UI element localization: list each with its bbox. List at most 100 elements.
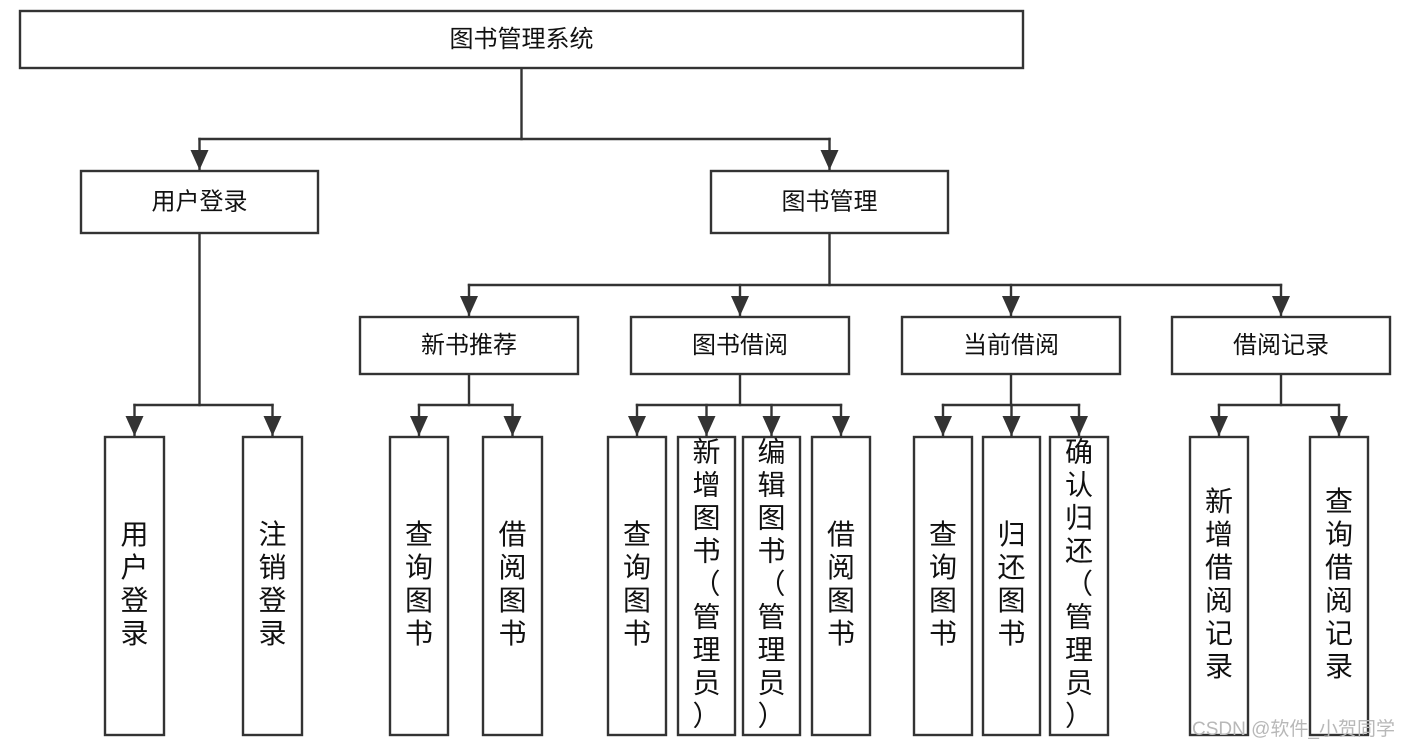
node-label-char: 书 — [929, 618, 957, 649]
node-n5[interactable]: 查询图书查询图书 — [606, 435, 668, 737]
node-label-char: 编 — [757, 436, 785, 467]
node-label-char: 书 — [827, 618, 855, 649]
node-label-char: 员 — [757, 667, 785, 698]
node-l1a[interactable]: 用户登录 — [79, 169, 320, 235]
node-label: 图书管理系统 — [450, 26, 594, 53]
node-label-char: 图 — [692, 502, 720, 533]
node-label-char: 理 — [1065, 634, 1093, 665]
node-n4[interactable]: 借阅图书借阅图书 — [481, 435, 544, 737]
node-label-char: 管 — [1065, 601, 1093, 632]
arrow-head-icon — [1070, 416, 1088, 436]
node-box[interactable] — [629, 315, 851, 376]
node-l1b[interactable]: 图书管理 — [709, 169, 950, 235]
node-n3[interactable]: 查询图书查询图书 — [388, 435, 450, 737]
node-label-char: 归 — [997, 519, 1025, 550]
node-box[interactable] — [1048, 435, 1110, 737]
node-label-char: 查 — [929, 519, 957, 550]
node-root[interactable]: 图书管理系统 — [18, 9, 1025, 70]
node-n8[interactable]: 借阅图书借阅图书 — [810, 435, 872, 737]
node-box[interactable] — [912, 435, 974, 737]
node-n12[interactable]: 新增借阅记录新增借阅记录 — [1188, 435, 1250, 737]
node-label-char: 书 — [997, 618, 1025, 649]
node-label-char: 用 — [120, 519, 148, 550]
node-box[interactable] — [1170, 315, 1392, 376]
node-box[interactable] — [241, 435, 304, 737]
node-label-char: 图 — [623, 585, 651, 616]
node-label: 借阅记录 — [1233, 332, 1329, 359]
node-label-char: 借 — [498, 519, 526, 550]
arrow-head-icon — [628, 416, 646, 436]
node-box[interactable] — [79, 169, 320, 235]
node-label-char: 图 — [997, 585, 1025, 616]
node-label: 图书借阅 — [692, 332, 788, 359]
node-label-char: ） — [692, 700, 720, 731]
node-box[interactable] — [810, 435, 872, 737]
arrow-head-icon — [1330, 416, 1348, 436]
node-label-char: 注 — [258, 519, 286, 550]
node-box[interactable] — [676, 435, 737, 737]
node-l2a[interactable]: 新书推荐 — [358, 315, 580, 376]
node-box[interactable] — [358, 315, 580, 376]
node-box[interactable] — [103, 435, 166, 737]
node-box[interactable] — [1188, 435, 1250, 737]
node-box[interactable] — [481, 435, 544, 737]
node-label-char: （ — [1065, 568, 1093, 599]
node-label-char: 理 — [692, 634, 720, 665]
node-label-char: 询 — [1325, 519, 1353, 550]
node-box[interactable] — [981, 435, 1042, 737]
node-n13[interactable]: 查询借阅记录查询借阅记录 — [1308, 435, 1370, 737]
node-label-char: 询 — [405, 552, 433, 583]
arrow-head-icon — [263, 416, 282, 436]
node-label-char: 理 — [757, 634, 785, 665]
arrow-head-icon — [460, 296, 478, 316]
node-label-char: 借 — [827, 519, 855, 550]
node-label-char: 询 — [929, 552, 957, 583]
node-label-char: 还 — [1065, 535, 1093, 566]
node-label-char: 借 — [1325, 552, 1353, 583]
node-label-char: 查 — [1325, 486, 1353, 517]
node-label-char: 登 — [120, 585, 148, 616]
node-label-char: 图 — [757, 502, 785, 533]
node-l2d[interactable]: 借阅记录 — [1170, 315, 1392, 376]
node-label-char: 户 — [120, 552, 148, 583]
node-label-char: 阅 — [827, 552, 855, 583]
node-box[interactable] — [18, 9, 1025, 70]
node-label-char: 录 — [120, 618, 148, 649]
node-n2[interactable]: 注销登录注销登录 — [241, 435, 304, 737]
node-box[interactable] — [606, 435, 668, 737]
arrow-head-icon — [503, 416, 522, 436]
node-box[interactable] — [741, 435, 802, 737]
node-box[interactable] — [388, 435, 450, 737]
node-label-char: 新 — [1205, 486, 1233, 517]
node-n10[interactable]: 归还图书归还图书 — [981, 435, 1042, 737]
node-label-char: 图 — [498, 585, 526, 616]
node-label-char: 查 — [623, 519, 651, 550]
arrow-head-icon — [697, 416, 716, 436]
node-label-char: 登 — [258, 585, 286, 616]
node-label-char: 阅 — [1205, 585, 1233, 616]
node-box[interactable] — [709, 169, 950, 235]
arrow-head-icon — [934, 416, 952, 436]
arrow-head-icon — [832, 416, 850, 436]
node-label-char: 记 — [1325, 618, 1353, 649]
node-label: 当前借阅 — [963, 332, 1059, 359]
arrow-head-icon — [762, 416, 781, 436]
node-label-char: 确 — [1065, 436, 1093, 467]
node-label: 新书推荐 — [421, 332, 517, 359]
csdn-watermark: CSDN @软件_小贺同学 — [1192, 719, 1395, 740]
node-n1[interactable]: 用户登录用户登录 — [103, 435, 166, 737]
node-box[interactable] — [900, 315, 1122, 376]
connectors-group — [125, 66, 1348, 438]
node-label-char: 询 — [623, 552, 651, 583]
arrow-head-icon — [190, 150, 209, 170]
node-label-char: 归 — [1065, 502, 1093, 533]
node-l2c[interactable]: 当前借阅 — [900, 315, 1122, 376]
node-l2b[interactable]: 图书借阅 — [629, 315, 851, 376]
node-box[interactable] — [1308, 435, 1370, 737]
node-n9[interactable]: 查询图书查询图书 — [912, 435, 974, 737]
